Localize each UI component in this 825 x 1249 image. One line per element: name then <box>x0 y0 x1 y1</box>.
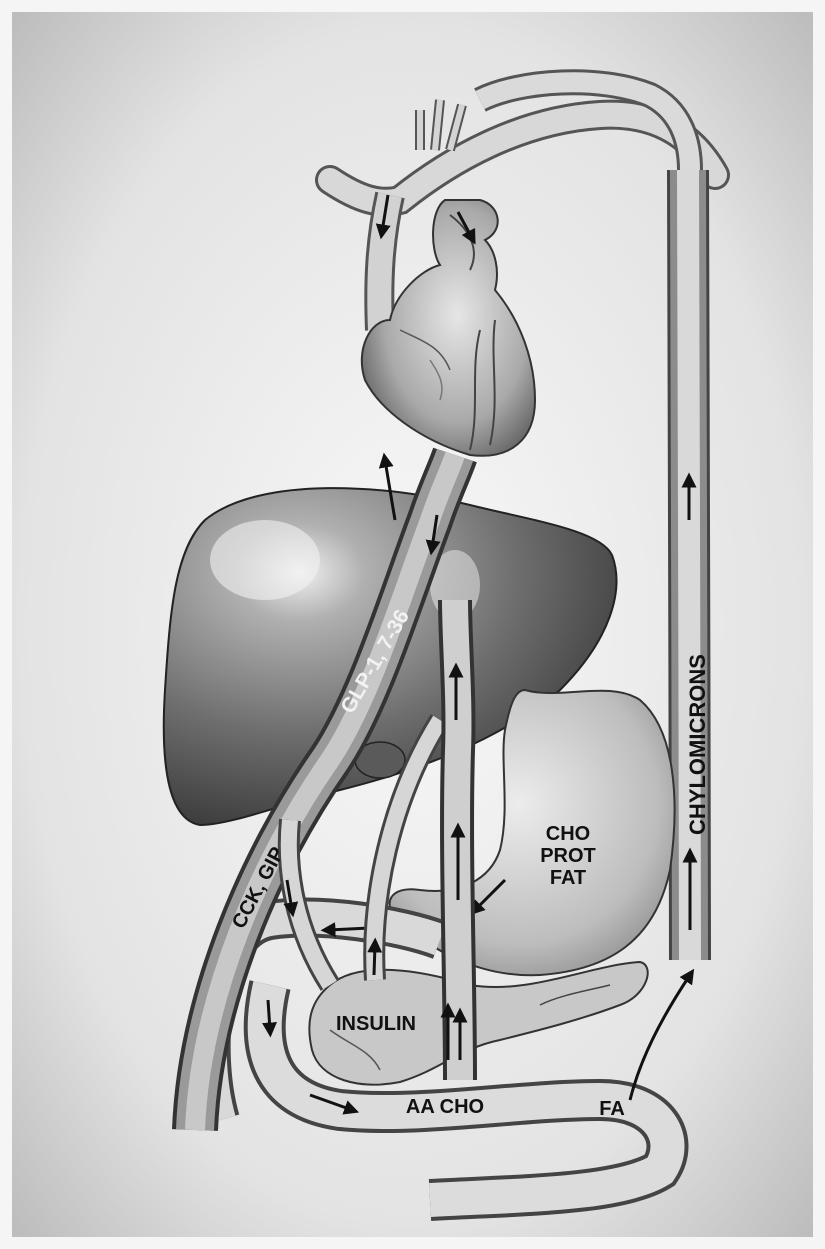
insulin-label: INSULIN <box>336 1013 416 1035</box>
thoracic-duct-vessel <box>688 170 690 960</box>
aa-cho-label: AA CHO <box>406 1096 484 1118</box>
stomach-cho-label: CHO <box>546 823 590 845</box>
stomach-fat-label: FAT <box>550 867 586 889</box>
fa-label: FA <box>599 1098 625 1120</box>
stomach-prot-label: PROT <box>540 845 596 867</box>
chylomicrons-label: CHYLOMICRONS <box>685 654 710 835</box>
